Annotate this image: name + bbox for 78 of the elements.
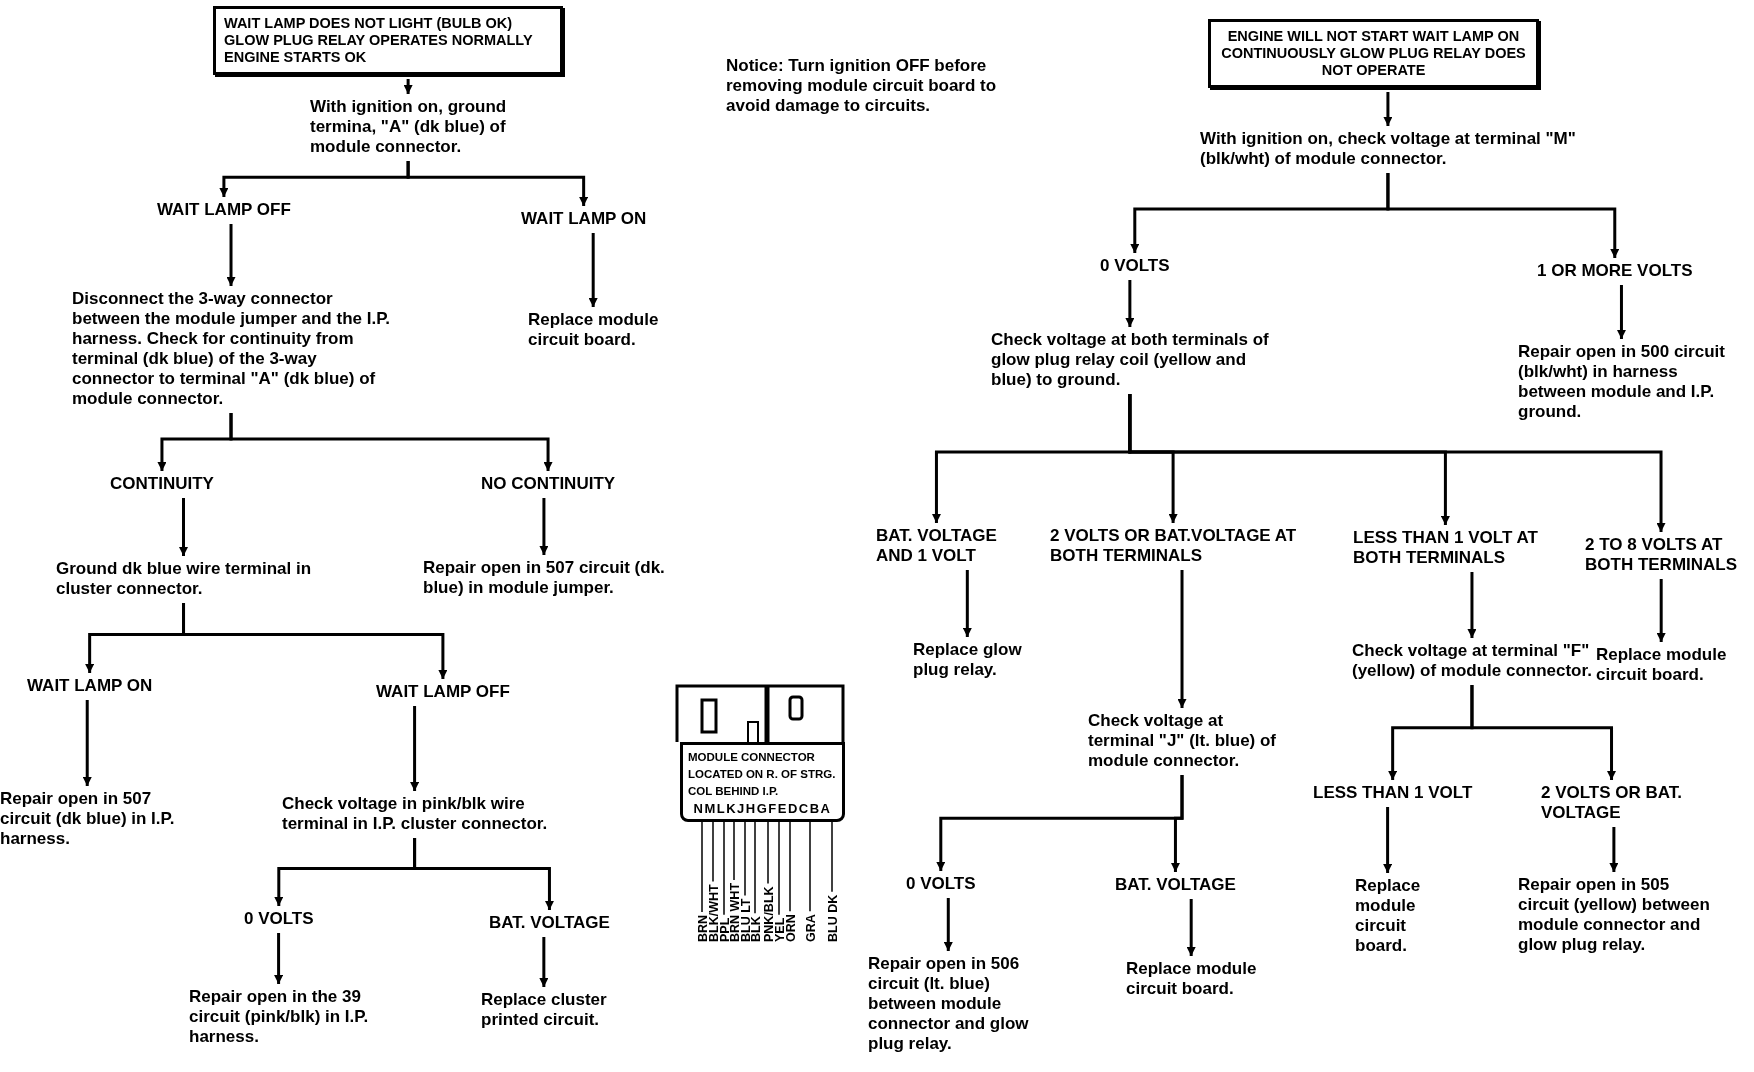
- arrow: [82, 700, 92, 786]
- arrow: [226, 224, 236, 286]
- arrow: [588, 233, 598, 307]
- connector-body: [680, 742, 845, 822]
- problem-text: WAIT LAMP DOES NOT LIGHT (BULB OK) GLOW PLUG RELAY OPERATES NORMALLY ENGINE STARTS OK: [224, 15, 534, 66]
- arrow: [539, 937, 549, 987]
- wire-label: BRN WHT: [727, 883, 742, 942]
- instruction-text: Replace module circuit board.: [1355, 876, 1440, 956]
- instruction-text: Disconnect the 3-way connector between the module jumper and the I.P. harness. Check for continuity from terminal (dk blue) of the 3-way connector to terminal "A" (dk blue) of module connector.: [72, 289, 402, 409]
- outcome-label: 2 VOLTS OR BAT.VOLTAGE AT BOTH TERMINALS: [1050, 526, 1320, 566]
- outcome-label: 2 VOLTS OR BAT. VOLTAGE: [1541, 783, 1691, 823]
- outcome-label: LESS THAN 1 VOLT AT BOTH TERMINALS: [1353, 528, 1568, 568]
- outcome-label: WAIT LAMP OFF: [157, 200, 291, 220]
- outcome-label: 0 VOLTS: [906, 874, 976, 894]
- instruction-text: Replace module circuit board.: [528, 310, 688, 350]
- outcome-label: BAT. VOLTAGE: [1115, 875, 1236, 895]
- outcome-label: WAIT LAMP ON: [521, 209, 647, 229]
- instruction-text: Replace module circuit board.: [1126, 959, 1296, 999]
- arrow: [539, 498, 549, 555]
- instruction-text: Repair open in 507 circuit (dk blue) in I.P. harness.: [0, 789, 180, 849]
- arrow: [1383, 807, 1393, 873]
- arrow: [179, 498, 188, 556]
- arrow: [1383, 92, 1393, 126]
- outcome-label: LESS THAN 1 VOLT: [1313, 783, 1473, 803]
- instruction-text: Check voltage at both terminals of glow plug relay coil (yellow and blue) to ground.: [991, 330, 1286, 390]
- arrow: [943, 898, 953, 951]
- instruction-text: Replace glow plug relay.: [913, 640, 1023, 680]
- instruction-text: Repair open in 506 circuit (lt. blue) between module connector and glow plug relay.: [868, 954, 1043, 1054]
- wire-label: BLK: [748, 916, 763, 942]
- arrow: [1609, 827, 1619, 872]
- arrow: [1186, 899, 1196, 956]
- instruction-text: Replace cluster printed circuit.: [481, 990, 631, 1030]
- instruction-text: Ground dk blue wire terminal in cluster connector.: [56, 559, 331, 599]
- arrow: [1656, 579, 1666, 642]
- wire-label: GRA: [803, 914, 818, 942]
- arrow: [1386, 173, 1620, 258]
- arrow: [1467, 572, 1477, 638]
- instruction-text: With ignition on, check voltage at terminal "M" (blk/wht) of module connector.: [1200, 129, 1600, 169]
- arrow: [413, 838, 554, 910]
- arrow: [403, 79, 413, 94]
- outcome-label: 2 TO 8 VOLTS AT BOTH TERMINALS: [1585, 535, 1750, 575]
- outcome-label: 1 OR MORE VOLTS: [1537, 261, 1693, 281]
- notice-text: Notice: Turn ignition OFF before removing module circuit board to avoid damage to circuits.: [726, 56, 998, 116]
- arrow: [1170, 775, 1184, 872]
- outcome-label: WAIT LAMP ON: [27, 676, 153, 696]
- arrow: [1177, 570, 1187, 708]
- problem-text: ENGINE WILL NOT START WAIT LAMP ON CONTINUOUSLY GLOW PLUG RELAY DOES NOT OPERATE: [1220, 28, 1527, 79]
- outcome-label: BAT. VOLTAGE: [489, 913, 610, 933]
- instruction-text: Check voltage at terminal "F" (yellow) of module connector.: [1352, 641, 1592, 681]
- arrow: [1125, 280, 1135, 327]
- pin-letters: NMLKJHGFEDCBA: [692, 800, 833, 817]
- instruction-text: Repair open in the 39 circuit (pink/blk) in I.P. harness.: [189, 987, 394, 1047]
- instruction-text: Check voltage at terminal "J" (lt. blue) of module connector.: [1088, 711, 1288, 771]
- arrow: [1470, 685, 1616, 780]
- connector-caption: MODULE CONNECTOR LOCATED ON R. OF STRG. COL BEHIND I.P.: [688, 750, 837, 799]
- arrow: [1616, 285, 1626, 339]
- instruction-text: Replace module circuit board.: [1596, 645, 1746, 685]
- instruction-text: Repair open in 500 circuit (blk/wht) in harness between module and I.P. ground.: [1518, 342, 1743, 422]
- outcome-label: 0 VOLTS: [1100, 256, 1170, 276]
- outcome-label: 0 VOLTS: [244, 909, 314, 929]
- problem-box: [213, 6, 563, 75]
- arrow: [962, 570, 972, 637]
- wire-label: BLU DK: [825, 894, 840, 942]
- arrow: [406, 161, 589, 206]
- outcome-label: NO CONTINUITY: [481, 474, 616, 494]
- instruction-text: Repair open in 507 circuit (dk. blue) in module jumper.: [423, 558, 693, 598]
- outcome-label: BAT. VOLTAGE AND 1 VOLT: [876, 526, 1026, 566]
- instruction-text: Check voltage in pink/blk wire terminal in I.P. cluster connector.: [282, 794, 582, 834]
- arrow: [1128, 394, 1666, 532]
- instruction-text: With ignition on, ground termina, "A" (dk blue) of module connector.: [310, 97, 542, 157]
- arrow: [229, 413, 553, 471]
- arrow: [274, 933, 284, 984]
- arrow: [410, 706, 420, 791]
- outcome-label: WAIT LAMP OFF: [376, 682, 510, 702]
- instruction-text: Repair open in 505 circuit (yellow) between module connector and glow plug relay.: [1518, 875, 1718, 955]
- outcome-label: CONTINUITY: [110, 474, 214, 494]
- problem-box: [1208, 19, 1539, 88]
- arrow: [182, 603, 448, 679]
